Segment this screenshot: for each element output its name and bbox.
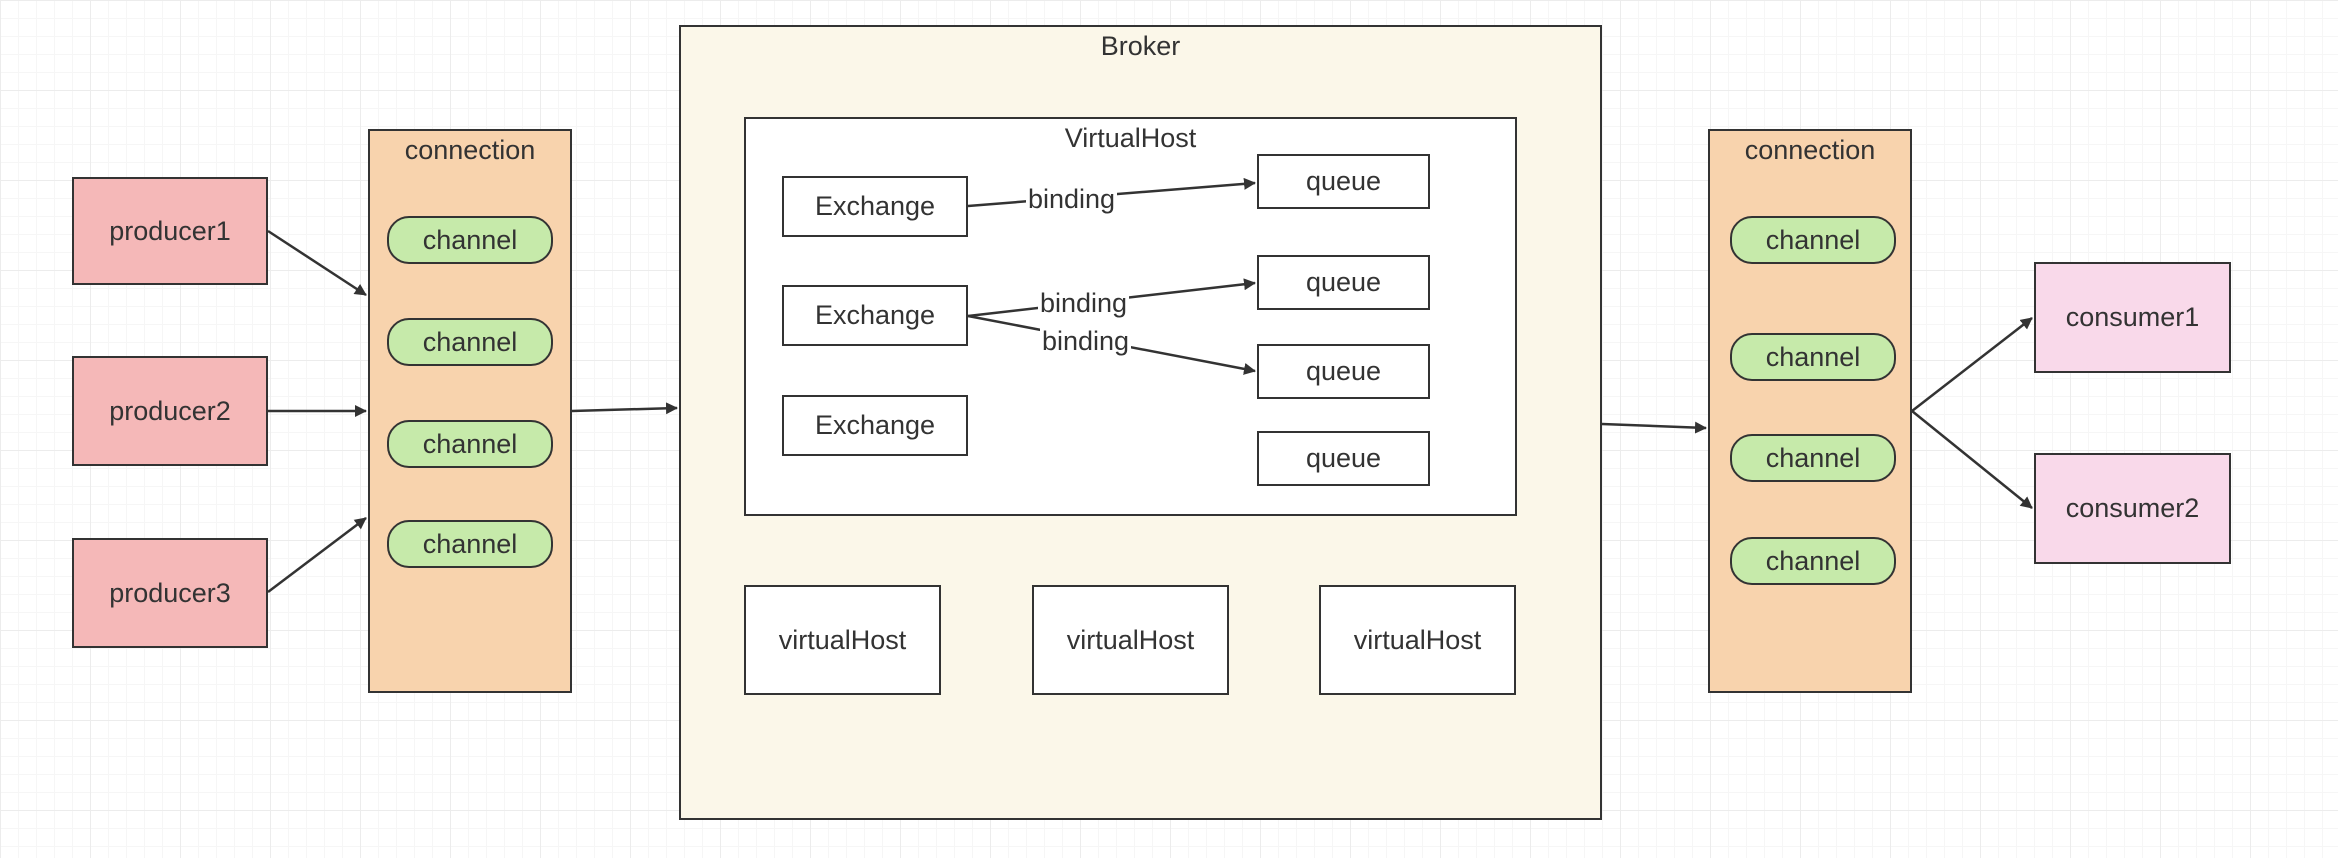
virtualhost-box-3: virtualHost (1319, 585, 1516, 695)
producer2-label: producer2 (109, 395, 231, 426)
consumer1-label: consumer1 (2065, 302, 2200, 332)
channel-label: channel (1765, 224, 1861, 255)
right-channel-4: channel (1730, 537, 1896, 585)
virtualhost-label: virtualHost (1353, 624, 1482, 655)
virtualhost-label: virtualHost (778, 624, 907, 655)
left-channel-1: channel (387, 216, 553, 264)
producer3-node: producer3 (72, 538, 268, 648)
left-connection-label: connection (404, 135, 536, 165)
exchange-3: Exchange (782, 395, 968, 456)
edge-producer1-connection (267, 229, 367, 297)
right-connection-label: connection (1744, 135, 1876, 165)
edge-connection-consumer1 (1911, 317, 2033, 412)
queue-label: queue (1305, 356, 1382, 386)
queue-1: queue (1257, 154, 1430, 209)
binding-label-3: binding (1040, 326, 1132, 356)
producer1-label: producer1 (109, 215, 231, 246)
virtualhost-box-1: virtualHost (744, 585, 941, 695)
binding-label-1: binding (1026, 184, 1118, 214)
left-channel-3: channel (387, 420, 553, 468)
producer2-node: producer2 (72, 356, 268, 466)
virtualhost-label: virtualHost (1066, 624, 1195, 655)
exchange-1: Exchange (782, 176, 968, 237)
virtualhost-main-label: VirtualHost (1064, 123, 1197, 153)
consumer2-label: consumer2 (2065, 493, 2200, 523)
right-channel-1: channel (1730, 216, 1896, 264)
consumer1-node: consumer1 (2034, 262, 2231, 373)
queue-label: queue (1305, 166, 1382, 196)
queue-3: queue (1257, 344, 1430, 399)
channel-label: channel (422, 528, 518, 559)
right-connection: connection (1708, 129, 1912, 693)
exchange-label: Exchange (814, 191, 936, 221)
channel-label: channel (422, 224, 518, 255)
left-channel-4: channel (387, 520, 553, 568)
channel-label: channel (1765, 545, 1861, 576)
exchange-label: Exchange (814, 410, 936, 440)
producer1-node: producer1 (72, 177, 268, 285)
queue-4: queue (1257, 431, 1430, 486)
edge-connection-broker (571, 402, 678, 415)
queue-label: queue (1305, 267, 1382, 297)
left-channel-2: channel (387, 318, 553, 366)
exchange-2: Exchange (782, 285, 968, 346)
broker-label: Broker (1100, 31, 1181, 61)
right-channel-2: channel (1730, 333, 1896, 381)
channel-label: channel (1765, 341, 1861, 372)
channel-label: channel (1765, 442, 1861, 473)
exchange-label: Exchange (814, 300, 936, 330)
virtualhost-box-2: virtualHost (1032, 585, 1229, 695)
edge-connection-consumer2 (1911, 410, 2033, 509)
right-channel-3: channel (1730, 434, 1896, 482)
left-connection: connection (368, 129, 572, 693)
queue-label: queue (1305, 443, 1382, 473)
channel-label: channel (422, 428, 518, 459)
edge-broker-connection (1601, 421, 1707, 434)
queue-2: queue (1257, 255, 1430, 310)
producer3-label: producer3 (109, 577, 231, 608)
edge-producer3-connection (267, 517, 367, 593)
consumer2-node: consumer2 (2034, 453, 2231, 564)
channel-label: channel (422, 326, 518, 357)
binding-label-2: binding (1038, 288, 1130, 318)
